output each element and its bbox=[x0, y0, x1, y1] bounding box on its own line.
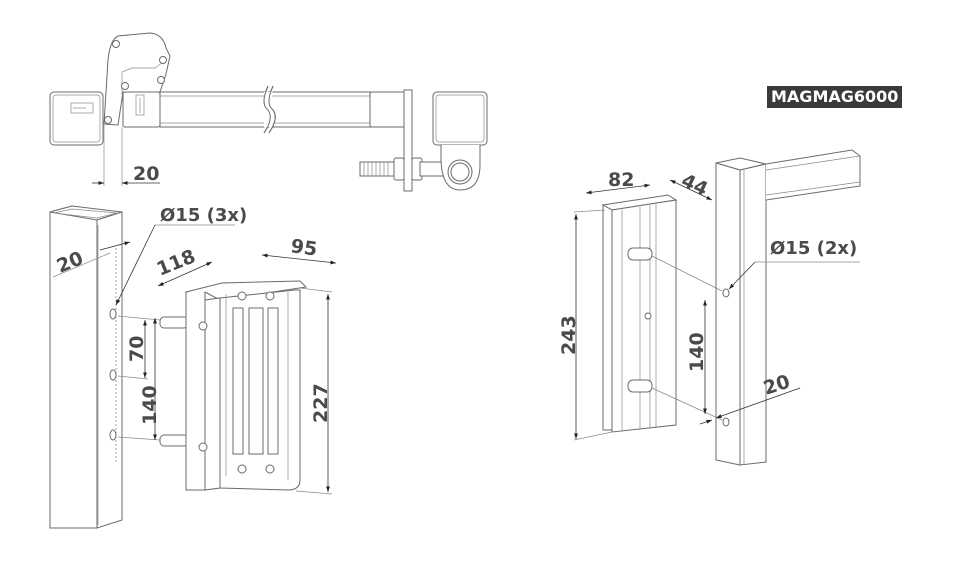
dimension-left-width: 95 bbox=[289, 235, 318, 260]
top-view: 20 bbox=[49, 32, 488, 192]
dimension-left-depth: 118 bbox=[154, 245, 199, 280]
dimension-left-hole-spacing-140: 140 bbox=[139, 385, 161, 425]
dimension-top-offset: 20 bbox=[133, 163, 159, 185]
dimension-right-depth: 44 bbox=[678, 170, 711, 201]
dimension-right-hole-spacing: 140 bbox=[686, 332, 708, 372]
model-label-badge: MAGMAG6000 bbox=[767, 86, 903, 108]
dimension-left-hole-spacing-70: 70 bbox=[126, 336, 148, 362]
hole-callout-right: Ø15 (2x) bbox=[770, 238, 857, 259]
hole-callout-left: Ø15 (3x) bbox=[160, 205, 247, 226]
dimension-right-height: 243 bbox=[558, 315, 580, 355]
dimension-left-height: 227 bbox=[310, 383, 332, 423]
right-iso-view: 82 44 243 Ø15 (2x) 140 20 bbox=[558, 149, 861, 466]
dimension-right-width: 82 bbox=[608, 169, 634, 191]
left-iso-view: 20 Ø15 (3x) 70 140 118 bbox=[49, 205, 337, 529]
